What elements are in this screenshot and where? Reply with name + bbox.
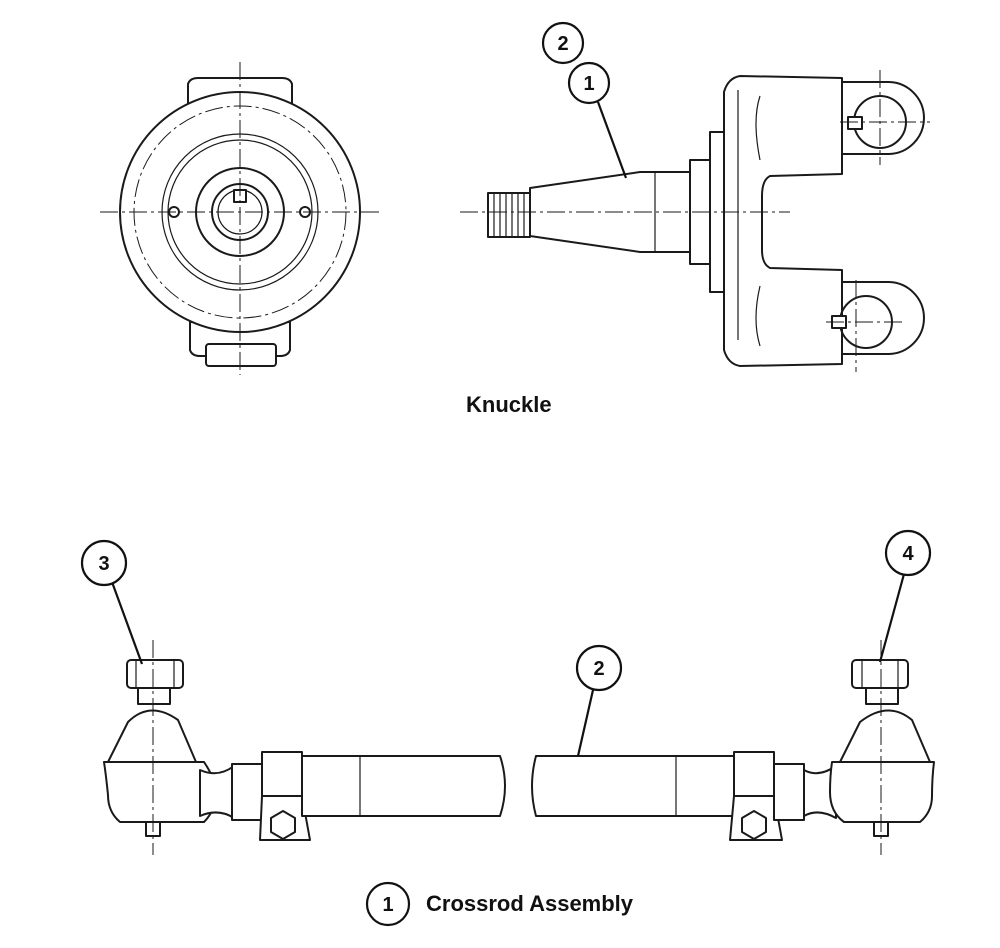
- callout-knuckle-2-label: 2: [557, 33, 568, 55]
- callout-crossrod-2-label: 2: [593, 658, 604, 680]
- callout-4-label: 4: [902, 543, 914, 565]
- knuckle-side-view: [460, 70, 930, 372]
- knuckle-front-view: [100, 62, 380, 375]
- tie-rod-end-left: [103, 640, 235, 855]
- assembly-marker: 1: [365, 881, 411, 927]
- crossrod-tube-right: [531, 751, 805, 841]
- crossrod-assembly: [103, 640, 935, 855]
- assembly-marker-label: 1: [382, 894, 393, 916]
- callout-knuckle-2: 2: [541, 21, 585, 65]
- callout-3: 3: [80, 539, 144, 665]
- callout-3-label: 3: [98, 553, 109, 575]
- callout-4: 4: [878, 529, 932, 663]
- knuckle-caption: Knuckle: [466, 392, 552, 417]
- callout-crossrod-2: 2: [575, 644, 623, 757]
- crossrod-assembly-caption: Crossrod Assembly: [426, 891, 634, 916]
- crossrod-tube-left: [231, 751, 506, 841]
- callout-knuckle-1-label: 1: [583, 73, 594, 95]
- tie-rod-end-right: [803, 640, 935, 855]
- callout-knuckle-1: 1: [567, 61, 628, 179]
